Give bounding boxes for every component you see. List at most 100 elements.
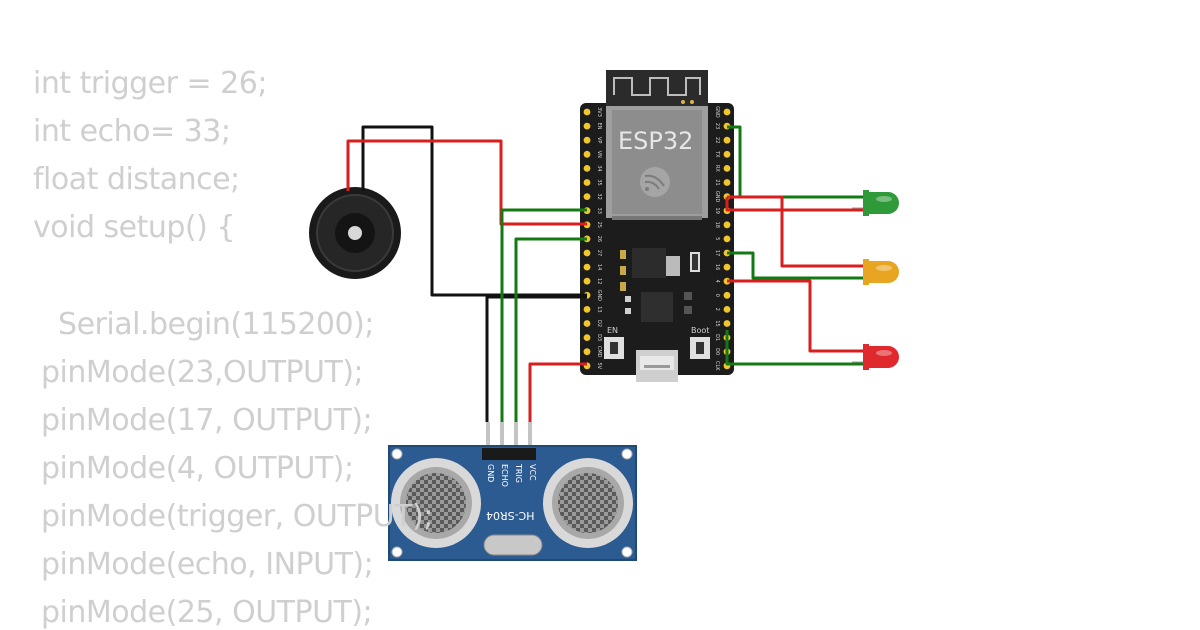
pin-hole [583, 320, 591, 327]
voltage-regulator [620, 248, 700, 291]
pin-hole [583, 249, 591, 257]
wire-sensor-echo [500, 208, 587, 422]
pin-label: 17 [714, 250, 720, 256]
left-pin-labels: 3V3ENVPVN343532332526271412GND13D2D3CMD5… [596, 107, 602, 370]
wire-yellow-led-cathode [727, 195, 863, 268]
crystal-oscillator [483, 534, 543, 556]
wire-sensor-vcc [528, 362, 587, 422]
pin-hole [583, 122, 591, 130]
green-led[interactable] [852, 190, 899, 216]
transmitter-transducer [391, 458, 481, 548]
pin-label: 5 [714, 237, 720, 240]
pin-label: D2 [596, 320, 602, 327]
pin-hole [583, 165, 591, 172]
pin-label: 14 [596, 264, 602, 270]
pin-label: D3 [596, 334, 602, 341]
pin-label: VP [596, 137, 602, 143]
pin-label: GND [596, 290, 602, 302]
wire-sensor-gnd [485, 295, 587, 422]
pin-label: 23 [714, 123, 720, 129]
pin-hole [583, 334, 591, 341]
wifi-antenna [606, 70, 708, 106]
en-label: EN [607, 326, 618, 335]
pin-label: 33 [596, 208, 602, 214]
pin-hole [583, 179, 591, 186]
sensor-pin-label: GND [486, 464, 495, 482]
pin-label: 22 [714, 137, 720, 143]
pin-hole [723, 108, 731, 116]
pin-hole [583, 263, 591, 271]
pin-hole [723, 235, 731, 243]
pin-label: D1 [714, 334, 720, 341]
pin-hole [583, 193, 591, 201]
pin-label: EN [596, 123, 602, 130]
red-led[interactable] [852, 344, 899, 370]
pin-label: 13 [596, 306, 602, 312]
micro-usb-port [636, 350, 678, 382]
usb-uart-chip [625, 292, 692, 322]
pin-label: 21 [714, 179, 720, 185]
en-button[interactable]: EN [604, 326, 624, 359]
pin-label: GND [714, 191, 720, 203]
pin-hole [583, 306, 591, 313]
wire-red-led-cathode [727, 279, 863, 353]
esp32-board[interactable]: ESP32 [580, 70, 734, 382]
pin-label: TX [714, 150, 720, 158]
pin-label: 15 [714, 320, 720, 326]
pin-label: 18 [714, 222, 720, 228]
wire-buzzer-red [346, 139, 587, 226]
pin-label: 25 [596, 222, 602, 228]
wifi-module-shield: ESP32 [606, 106, 708, 218]
pin-label: 5V [596, 362, 602, 369]
pin-label: 12 [596, 278, 602, 284]
pin-hole [583, 277, 591, 285]
pin-hole [723, 263, 731, 271]
pin-label: 16 [714, 264, 720, 270]
pin-label: 34 [596, 165, 602, 171]
pin-hole [723, 165, 731, 172]
sensor-pin-label: ECHO [500, 464, 509, 487]
pin-hole [583, 150, 591, 158]
sensor-header [482, 448, 536, 460]
yellow-led[interactable] [852, 259, 899, 285]
pin-label: 32 [596, 193, 602, 199]
pin-label: RX [714, 165, 720, 172]
pin-label: 26 [596, 236, 602, 242]
boot-label: Boot [691, 326, 709, 335]
sensor-mount-holes [391, 448, 633, 558]
pin-hole [723, 150, 731, 158]
espressif-logo-icon [640, 167, 670, 197]
pin-label: 0 [714, 294, 720, 297]
pin-label: D0 [714, 348, 720, 355]
pin-hole [723, 221, 731, 229]
pin-castellations [612, 216, 702, 220]
pin-label: 19 [714, 208, 720, 214]
boot-button[interactable]: Boot [690, 326, 710, 359]
pin-label: 27 [596, 250, 602, 256]
sensor-model-label: HC-SR04 [486, 509, 535, 522]
pin-hole [723, 291, 731, 299]
pin-hole [583, 348, 591, 356]
wire-green-led-anode [727, 125, 863, 199]
pin-label: 4 [714, 280, 720, 283]
wire-red-led-anode [725, 330, 863, 366]
receiver-transducer [543, 458, 633, 548]
buzzer[interactable] [309, 187, 401, 279]
leds [852, 190, 899, 370]
wire-green-led-cathode [725, 197, 863, 212]
pin-label: 3V3 [596, 107, 602, 117]
wire-buzzer-black [361, 125, 587, 297]
pin-hole [723, 136, 731, 144]
pin-label: CMD [596, 346, 602, 358]
wire-yellow-led-anode [727, 251, 863, 280]
pin-label: CLK [714, 361, 720, 371]
pin-hole [723, 306, 731, 313]
esp32-label: ESP32 [618, 127, 693, 155]
pin-hole [723, 320, 731, 327]
wires [346, 125, 863, 422]
pin-hole [723, 179, 731, 186]
sensor-header-pins [486, 422, 532, 450]
